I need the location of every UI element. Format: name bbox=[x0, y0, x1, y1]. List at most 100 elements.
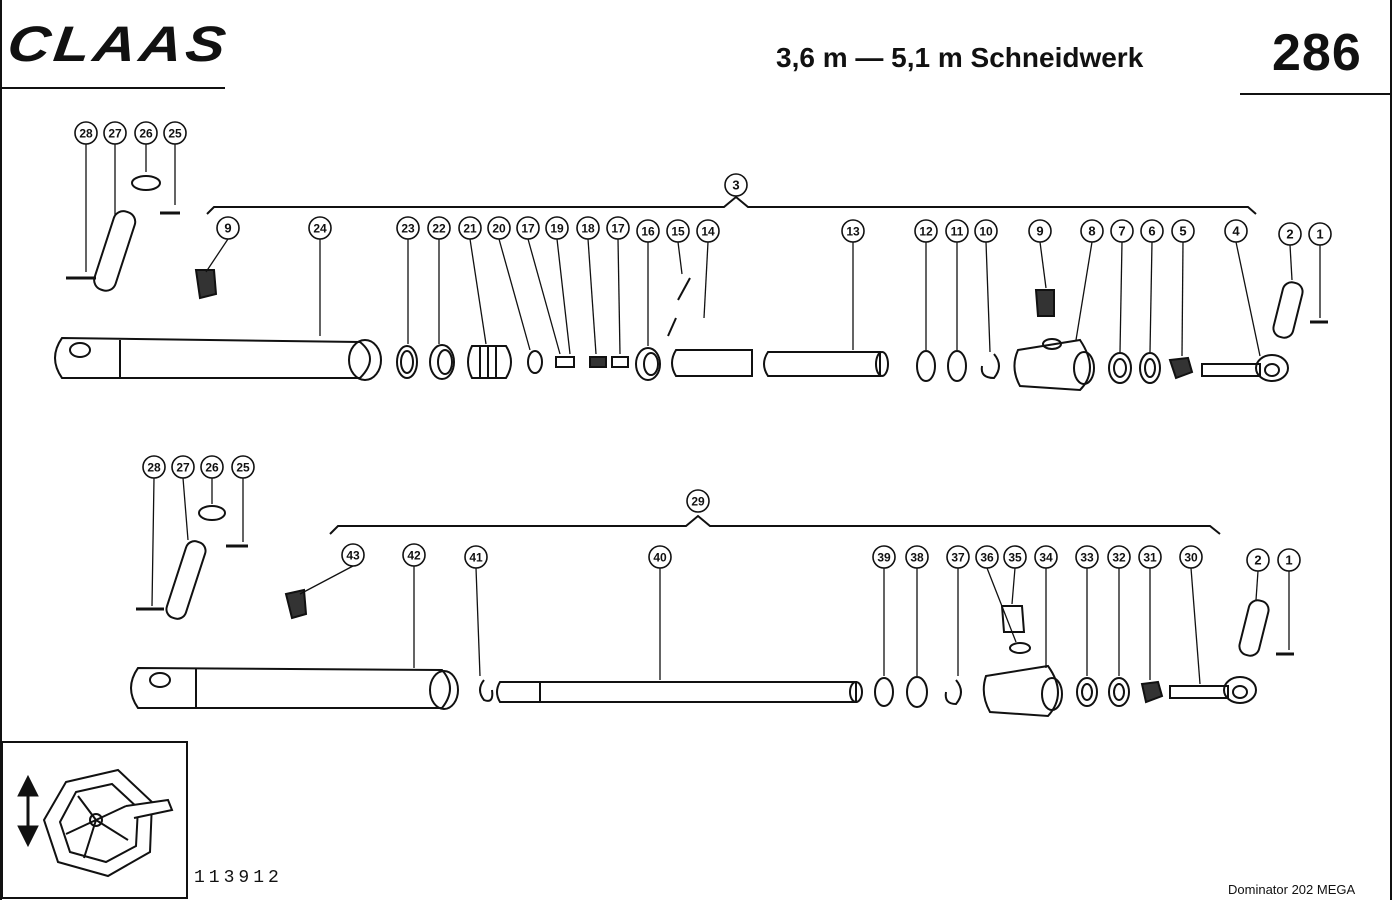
leader-line bbox=[617, 238, 621, 355]
callout-number: 37 bbox=[951, 551, 965, 565]
leader-line bbox=[182, 477, 189, 541]
callout-40: 40 bbox=[648, 545, 672, 569]
callout-5: 5 bbox=[1171, 219, 1195, 243]
callout-20: 20 bbox=[487, 216, 511, 240]
callout-number: 34 bbox=[1039, 551, 1053, 565]
callout-28: 28 bbox=[74, 121, 98, 145]
callout-7: 7 bbox=[1110, 219, 1134, 243]
page-number: 286 bbox=[1272, 24, 1362, 82]
leader-line bbox=[205, 238, 229, 273]
callout-number: 36 bbox=[980, 551, 994, 565]
callout-4: 4 bbox=[1224, 219, 1248, 243]
callout-16: 16 bbox=[636, 219, 660, 243]
leader-line bbox=[986, 567, 1017, 643]
callout-number: 29 bbox=[691, 495, 705, 509]
callout-number: 15 bbox=[671, 225, 685, 239]
callout-number: 3 bbox=[732, 178, 739, 193]
bottom-assembly bbox=[130, 505, 1294, 718]
callout-number: 26 bbox=[139, 127, 153, 141]
callout-number: 43 bbox=[346, 549, 360, 563]
callout-21: 21 bbox=[458, 216, 482, 240]
callout-number: 11 bbox=[951, 225, 964, 239]
callout-number: 1 bbox=[1316, 227, 1323, 242]
callout-number: 25 bbox=[236, 461, 250, 475]
callout-number: 13 bbox=[846, 225, 860, 239]
leader-line bbox=[469, 238, 487, 345]
callout-25: 25 bbox=[231, 455, 255, 479]
callout-18: 18 bbox=[576, 216, 600, 240]
document-number: 113912 bbox=[194, 868, 283, 888]
callout-8: 8 bbox=[1080, 219, 1104, 243]
leader-line bbox=[527, 238, 561, 355]
callout-26: 26 bbox=[134, 121, 158, 145]
callout-number: 7 bbox=[1118, 224, 1125, 239]
callout-number: 6 bbox=[1148, 224, 1155, 239]
leader-line bbox=[1075, 241, 1093, 341]
brand-logo: CLAAS bbox=[4, 16, 233, 72]
callout-number: 22 bbox=[432, 222, 446, 236]
orientation-thumbnail bbox=[42, 768, 174, 878]
leader-line bbox=[1190, 567, 1201, 685]
callout-39: 39 bbox=[872, 545, 896, 569]
callout-15: 15 bbox=[666, 219, 690, 243]
callout-22: 22 bbox=[427, 216, 451, 240]
callout-17: 17 bbox=[516, 216, 540, 240]
callout-number: 38 bbox=[910, 551, 924, 565]
callout-13: 13 bbox=[841, 219, 865, 243]
callout-number: 31 bbox=[1143, 551, 1157, 565]
callout-number: 8 bbox=[1088, 224, 1095, 239]
callout-2: 2 bbox=[1278, 222, 1302, 246]
callout-38: 38 bbox=[905, 545, 929, 569]
callout-28: 28 bbox=[142, 455, 166, 479]
callout-27: 27 bbox=[171, 455, 195, 479]
leader-line bbox=[1235, 241, 1261, 357]
callout-number: 25 bbox=[168, 127, 182, 141]
callout-number: 14 bbox=[701, 225, 715, 239]
callout-1: 1 bbox=[1277, 548, 1301, 572]
leader-line bbox=[498, 238, 531, 351]
up-down-arrow-icon bbox=[17, 774, 39, 848]
callout-number: 5 bbox=[1179, 224, 1186, 239]
callout-36: 36 bbox=[975, 545, 999, 569]
leader-line bbox=[151, 477, 155, 607]
leader-line bbox=[587, 238, 597, 355]
callout-number: 9 bbox=[224, 221, 231, 236]
callout-number: 12 bbox=[919, 225, 933, 239]
callout-number: 10 bbox=[979, 225, 993, 239]
callout-number: 33 bbox=[1080, 551, 1094, 565]
leader-line bbox=[677, 241, 683, 275]
callout-1: 1 bbox=[1308, 222, 1332, 246]
callout-number: 35 bbox=[1008, 551, 1022, 565]
leader-line bbox=[1181, 241, 1184, 357]
callout-number: 19 bbox=[550, 222, 564, 236]
callout-number: 41 bbox=[469, 551, 483, 565]
group-callout-29: 29 bbox=[686, 489, 710, 513]
callout-31: 31 bbox=[1138, 545, 1162, 569]
callout-number: 27 bbox=[108, 127, 122, 141]
leader-line bbox=[1011, 567, 1016, 605]
callout-14: 14 bbox=[696, 219, 720, 243]
callout-25: 25 bbox=[163, 121, 187, 145]
leader-line bbox=[1289, 244, 1293, 281]
callout-number: 2 bbox=[1254, 553, 1261, 568]
leader-line bbox=[556, 238, 571, 355]
callout-number: 28 bbox=[79, 127, 93, 141]
callout-2: 2 bbox=[1246, 548, 1270, 572]
callout-30: 30 bbox=[1179, 545, 1203, 569]
callout-number: 40 bbox=[653, 551, 667, 565]
callout-17: 17 bbox=[606, 216, 630, 240]
callout-number: 1 bbox=[1285, 553, 1292, 568]
callout-number: 16 bbox=[641, 225, 655, 239]
leader-line bbox=[475, 567, 481, 677]
callout-11: 11 bbox=[945, 219, 969, 243]
callout-number: 4 bbox=[1232, 224, 1240, 239]
leader-line bbox=[1119, 241, 1123, 353]
callout-number: 9 bbox=[1036, 224, 1043, 239]
leader-line bbox=[703, 241, 709, 319]
callout-26: 26 bbox=[200, 455, 224, 479]
callout-41: 41 bbox=[464, 545, 488, 569]
callout-number: 28 bbox=[147, 461, 161, 475]
callout-33: 33 bbox=[1075, 545, 1099, 569]
